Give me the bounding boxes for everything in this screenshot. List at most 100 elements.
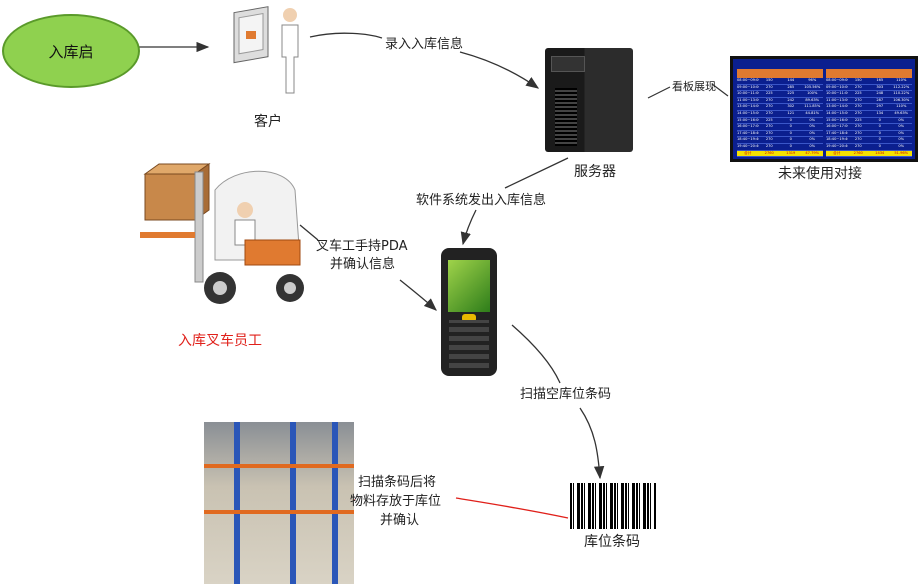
dashboard-cell: 17:40~18:40 (826, 130, 848, 135)
dashboard-cell: 302 (787, 104, 795, 109)
dashboard-cell: 0 (789, 130, 792, 135)
dashboard-cell: 47.79% (805, 150, 820, 155)
dashboard-cell: 287 (876, 97, 884, 102)
dashboard-cell: 110.22% (893, 91, 910, 96)
edge-label-pda-confirm-1: 叉车工手持PDA (316, 239, 408, 254)
dashboard-cell: 121 (787, 110, 795, 115)
dashboard-cell: 270 (854, 124, 862, 129)
dashboard-cell: 0 (878, 143, 881, 148)
dashboard-cell: 270 (765, 110, 773, 115)
start-node-label: 入库启 (48, 42, 94, 61)
dashboard-cell: 134 (876, 110, 884, 115)
edge-label-store-2: 物料存放于库位 (350, 494, 442, 509)
dashboard-cell: 89.63% (805, 97, 820, 102)
dashboard-cell: 1434 (875, 150, 885, 155)
dashboard-cell: 105.56% (804, 84, 821, 89)
dashboard-cell: 51.96% (894, 150, 909, 155)
edge-label-board-display: 看板展现 (672, 80, 716, 93)
dashboard-cell: 270 (765, 143, 773, 148)
dashboard-cell: 225 (854, 117, 862, 122)
dashboard-cell: 112.22% (893, 84, 910, 89)
dashboard-cell: 96% (808, 78, 817, 82)
dashboard-cell: 0% (898, 137, 905, 142)
dashboard-cell: 0 (878, 137, 881, 142)
dashboard-cell: 18:40~19:40 (737, 137, 759, 142)
dashboard-cell: 08:00~09:00 (737, 78, 759, 82)
dashboard-cell: 09:00~10:00 (737, 84, 759, 89)
dashboard-cell: 270 (854, 84, 862, 89)
dashboard-cell: 225 (787, 91, 795, 96)
dashboard-cell: 2760 (853, 150, 863, 155)
server-icon (545, 48, 633, 152)
dashboard-cell: 270 (854, 97, 862, 102)
dashboard-cell: 0 (878, 124, 881, 129)
dashboard-cell: 15:00~16:00 (737, 117, 759, 122)
dashboard-cell: 0 (789, 124, 792, 129)
dashboard-cell: 合计 (833, 150, 841, 155)
dashboard-cell: 0% (809, 130, 816, 135)
arrow-customer-to-server (309, 32, 538, 88)
dashboard-cell: 303 (876, 84, 884, 89)
edge-label-system-send: 软件系统发出入库信息 (416, 193, 547, 208)
dashboard-cell: 11:00~13:00 (826, 97, 848, 102)
dashboard-cell: 225 (765, 117, 773, 122)
arrow-worker-to-pda (299, 224, 436, 310)
line-server-to-board (647, 83, 729, 99)
dashboard-cell: 09:00~10:00 (826, 84, 848, 89)
dashboard-cell: 270 (854, 110, 862, 115)
dashboard-row: 合计 2760 1434 51.96% (826, 150, 912, 158)
dashboard-cell: 15:00~16:00 (826, 117, 848, 122)
dashboard-cell: 242 (787, 97, 795, 102)
edge-label-store-1: 扫描条码后将 (358, 475, 437, 490)
arrow-server-to-pda (463, 157, 569, 244)
dashboard-cell: 270 (765, 137, 773, 142)
forklift-icon (140, 163, 304, 304)
dashboard-cell: 0% (898, 124, 905, 129)
start-node: 入库启 (2, 14, 140, 88)
dashboard-cell: 13:00~14:00 (737, 104, 759, 109)
dashboard-cell: 110% (896, 78, 907, 82)
dashboard-cell: 270 (765, 104, 773, 109)
dashboard-cell: 0 (789, 117, 792, 122)
dashboard-cell: 150 (854, 78, 862, 82)
dashboard-cell: 270 (765, 97, 773, 102)
edge-label-store-3: 并确认 (380, 513, 420, 528)
dashboard-row: 09:00~10:00 270 303 112.22% (826, 85, 912, 92)
dashboard-cell: 17:40~18:40 (737, 130, 759, 135)
dashboard-cell: 1319 (786, 150, 796, 155)
dashboard-cell: 合计 (744, 150, 752, 155)
dashboard-cell: 08:00~09:00 (826, 78, 848, 82)
barcode-label: 库位条码 (584, 534, 640, 550)
dashboard-cell: 0% (809, 117, 816, 122)
dashboard-cell: 0% (898, 130, 905, 135)
dashboard-cell: 297 (876, 104, 884, 109)
dashboard-cell: 270 (854, 137, 862, 142)
dashboard-cell: 0 (878, 117, 881, 122)
arrow-pda-to-barcode (511, 324, 600, 478)
dashboard-cell: 19:40~20:40 (737, 143, 759, 148)
dashboard-cell: 16:00~17:00 (737, 124, 759, 129)
dashboard-cell: 225 (765, 91, 773, 96)
dashboard-label: 未来使用对接 (778, 166, 862, 182)
dashboard-cell: 0 (789, 137, 792, 142)
warehouse-shelf-photo (204, 422, 354, 584)
